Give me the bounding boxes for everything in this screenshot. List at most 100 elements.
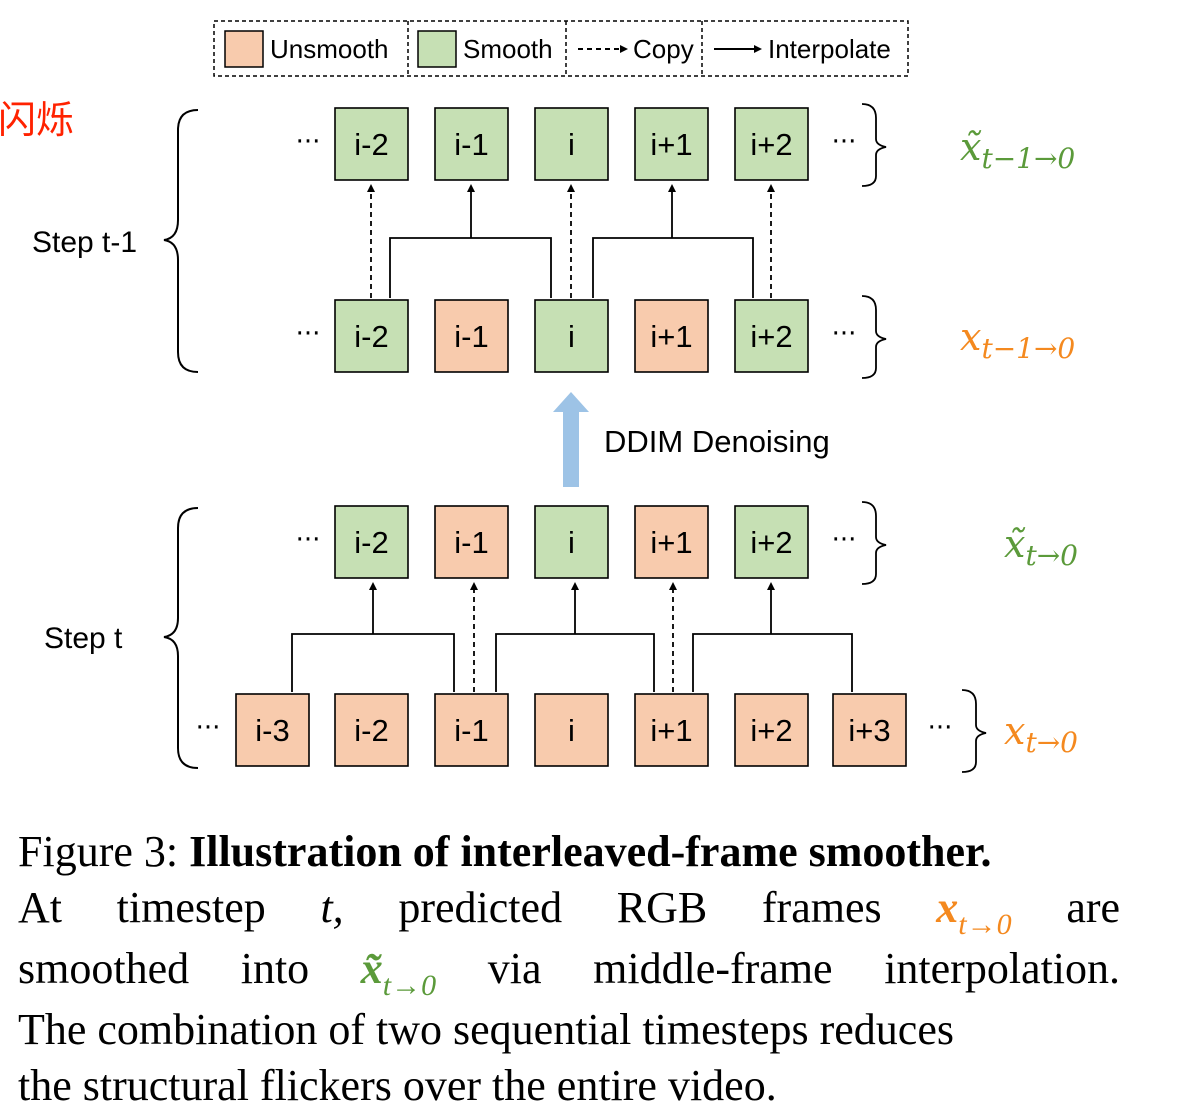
caption-text: predicted RGB frames bbox=[398, 883, 882, 932]
frame-box-smooth bbox=[334, 505, 409, 579]
frame-box-smooth bbox=[334, 107, 409, 181]
frame-label: i bbox=[568, 127, 575, 162]
ellipsis-right: ··· bbox=[928, 713, 953, 743]
frame-label: i-1 bbox=[454, 127, 488, 162]
caption-math-symbol: x̃ bbox=[360, 944, 383, 993]
connectors bbox=[291, 184, 853, 692]
step-t-minus-1-label: Step t-1 bbox=[32, 226, 137, 259]
frame-box-smooth bbox=[734, 505, 809, 579]
ellipsis-left: ··· bbox=[296, 525, 321, 555]
row-right-brace bbox=[961, 689, 987, 773]
caption-math-symbol: x bbox=[936, 883, 959, 932]
frame-label: i bbox=[568, 319, 575, 354]
legend-smooth-label: Smooth bbox=[463, 34, 553, 64]
state-symbol: x bbox=[960, 315, 981, 359]
frame-box-smooth bbox=[734, 107, 809, 181]
frame-label: i-3 bbox=[255, 713, 289, 748]
state-symbol: x̃ bbox=[960, 125, 981, 169]
frame-box-unsmooth bbox=[634, 505, 709, 579]
legend: Unsmooth Smooth Copy Interpolate bbox=[213, 20, 909, 77]
frame-box-unsmooth bbox=[634, 299, 709, 373]
interp-bracket-i-1-step-t-1 bbox=[389, 237, 552, 298]
ellipsis-left: ··· bbox=[296, 319, 321, 349]
row-right-brace bbox=[861, 501, 887, 585]
state-subscript: t−1→0 bbox=[981, 142, 1075, 175]
caption-line-5: the structural flickers over the entire … bbox=[18, 1061, 777, 1110]
ddim-arrow bbox=[553, 392, 589, 487]
legend-smooth-swatch bbox=[417, 30, 457, 68]
caption-text: At timestep bbox=[18, 883, 266, 932]
state-subscript: t→0 bbox=[1025, 726, 1078, 759]
frame-label: i+1 bbox=[650, 127, 692, 162]
caption-math-subscript: t→0 bbox=[382, 969, 437, 1002]
row-state-label: x̃t→0 bbox=[1004, 522, 1078, 572]
interp-bracket-i-2-step-t bbox=[291, 633, 455, 692]
frame-label: i+2 bbox=[750, 713, 792, 748]
frame-label: i-2 bbox=[354, 713, 388, 748]
caption-title: Illustration of interleaved-frame smooth… bbox=[189, 827, 992, 876]
row-state-label: x̃t−1→0 bbox=[960, 125, 1075, 175]
row-state-label: xt−1→0 bbox=[960, 315, 1075, 365]
frame-label: i-2 bbox=[354, 319, 388, 354]
figure-caption: Figure 3: Illustration of interleaved-fr… bbox=[18, 824, 1120, 1114]
caption-line-2: At timestep t, predicted RGB frames xt→0… bbox=[18, 880, 1120, 941]
legend-unsmooth-label: Unsmooth bbox=[270, 34, 389, 64]
step-t-label: Step t bbox=[44, 622, 123, 655]
caption-math-t: t, bbox=[320, 883, 344, 932]
frame-box-smooth bbox=[534, 505, 609, 579]
frame-box-smooth bbox=[634, 107, 709, 181]
state-symbol: x̃ bbox=[1004, 522, 1025, 566]
interp-bracket-i+1-step-t-1 bbox=[592, 237, 754, 298]
frame-box-smooth bbox=[734, 299, 809, 373]
row-right-brace bbox=[861, 103, 887, 187]
frame-label: i bbox=[568, 713, 575, 748]
frame-label: i+2 bbox=[750, 319, 792, 354]
step-t-minus-1-brace bbox=[163, 109, 199, 373]
caption-text: via middle-frame interpolation. bbox=[487, 944, 1121, 993]
frame-box-unsmooth bbox=[434, 505, 509, 579]
frame-label: i-1 bbox=[454, 713, 488, 748]
legend-unsmooth-swatch bbox=[224, 30, 264, 68]
legend-copy-label: Copy bbox=[633, 34, 694, 64]
row-state-label: xt→0 bbox=[1004, 709, 1078, 759]
interp-bracket-i+2-step-t bbox=[692, 633, 853, 692]
caption-line-4: The combination of two sequential timest… bbox=[18, 1005, 954, 1054]
frame-label: i bbox=[568, 525, 575, 560]
ellipsis-right: ··· bbox=[832, 525, 857, 555]
frame-label: i+1 bbox=[650, 713, 692, 748]
caption-figure-label: Figure 3: bbox=[18, 827, 179, 876]
frame-box-unsmooth bbox=[434, 693, 509, 767]
frame-box-smooth bbox=[434, 107, 509, 181]
caption-text: smoothed into bbox=[18, 944, 310, 993]
frame-label: i+1 bbox=[650, 525, 692, 560]
smoother-diagram: 闪烁 Unsmooth Smooth Copy Interpolate Step… bbox=[0, 20, 1078, 773]
caption-math-x: xt→0 bbox=[936, 883, 1011, 941]
frame-box-unsmooth bbox=[334, 693, 409, 767]
frame-box-unsmooth bbox=[235, 693, 310, 767]
frame-label: i+3 bbox=[848, 713, 890, 748]
caption-math-subscript: t→0 bbox=[958, 908, 1012, 941]
legend-interpolate-label: Interpolate bbox=[768, 34, 891, 64]
frame-box-unsmooth bbox=[634, 693, 709, 767]
frame-box-smooth bbox=[334, 299, 409, 373]
frame-label: i+2 bbox=[750, 525, 792, 560]
frame-label: i+2 bbox=[750, 127, 792, 162]
frame-label: i-2 bbox=[354, 127, 388, 162]
frame-label: i-1 bbox=[454, 319, 488, 354]
caption-math-xtilde: x̃t→0 bbox=[360, 944, 436, 1002]
ellipsis-right: ··· bbox=[832, 127, 857, 157]
state-subscript: t→0 bbox=[1025, 539, 1078, 572]
state-subscript: t−1→0 bbox=[981, 332, 1075, 365]
watermark-text: 闪烁 bbox=[0, 98, 74, 142]
frame-box-unsmooth bbox=[534, 693, 609, 767]
ddim-label: DDIM Denoising bbox=[604, 424, 830, 459]
ellipsis-right: ··· bbox=[832, 319, 857, 349]
frame-label: i-2 bbox=[354, 525, 388, 560]
frame-box-unsmooth bbox=[734, 693, 809, 767]
frame-box-smooth bbox=[534, 107, 609, 181]
